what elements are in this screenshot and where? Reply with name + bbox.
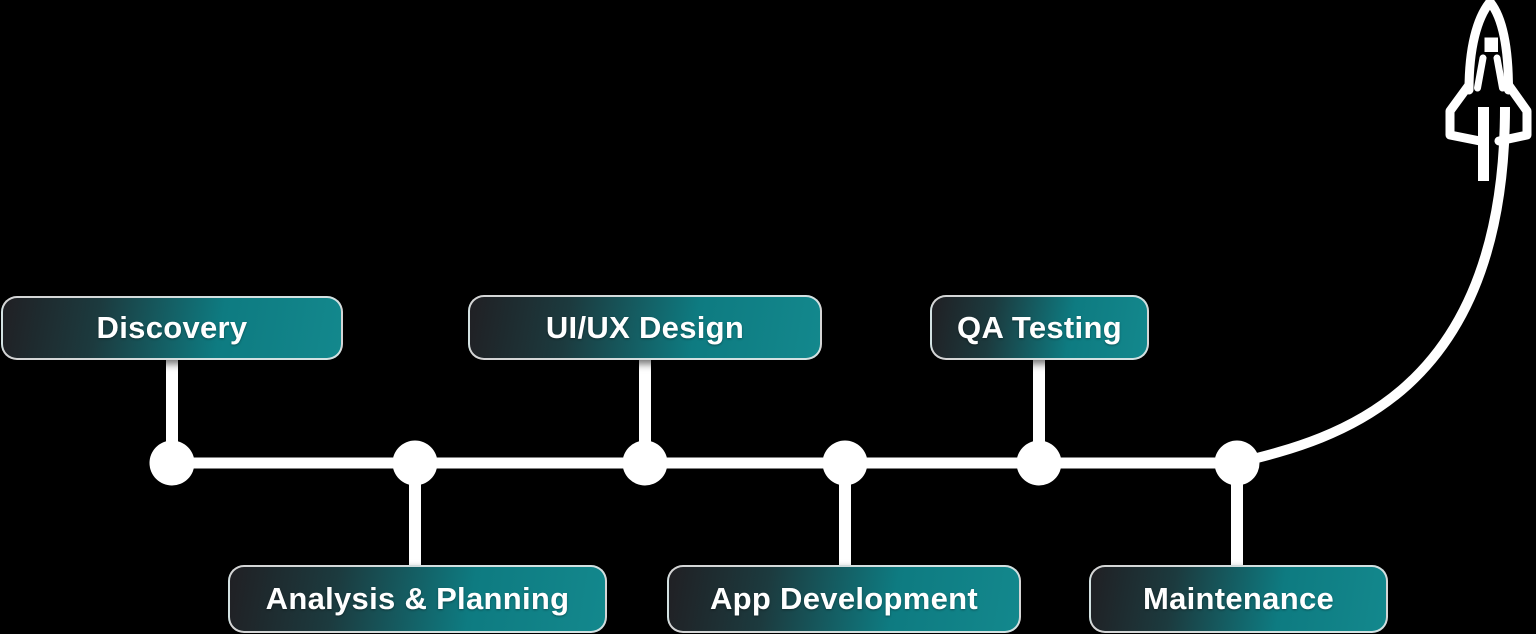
timeline-node-analysis (392, 440, 438, 486)
rocket-fin-left (1445, 80, 1485, 146)
timeline-node-discovery (149, 440, 195, 486)
stage-pill-app-development: App Development (667, 565, 1021, 633)
rocket-cone-line-left (1474, 54, 1487, 92)
stage-pill-qa-testing: QA Testing (930, 295, 1149, 360)
timeline-node-qa (1016, 440, 1062, 486)
stage-label: App Development (709, 581, 979, 616)
rocket-icon (1445, 0, 1532, 181)
stage-label: Discovery (96, 310, 248, 345)
stage-pill-analysis-planning: Analysis & Planning (228, 565, 607, 633)
rocket-window (1484, 37, 1498, 52)
stage-pill-maintenance: Maintenance (1089, 565, 1388, 633)
launch-curve (1235, 106, 1510, 468)
rocket-cone-line-right (1493, 54, 1506, 92)
stage-label: QA Testing (957, 309, 1122, 345)
rocket-body-left (1464, 0, 1495, 95)
stage-pill-uiux-design: UI/UX Design (468, 295, 822, 360)
rocket-fin-right (1494, 80, 1532, 146)
stage-label: Analysis & Planning (265, 581, 570, 616)
timeline-node-uiux (622, 440, 668, 486)
timeline-node-appdev (822, 440, 868, 486)
timeline-node-maintenance (1214, 440, 1260, 486)
stage-label: Maintenance (1142, 581, 1335, 616)
stage-pill-discovery: Discovery (1, 296, 343, 360)
stage-label: UI/UX Design (545, 309, 745, 345)
rocket-body-right (1485, 0, 1513, 95)
